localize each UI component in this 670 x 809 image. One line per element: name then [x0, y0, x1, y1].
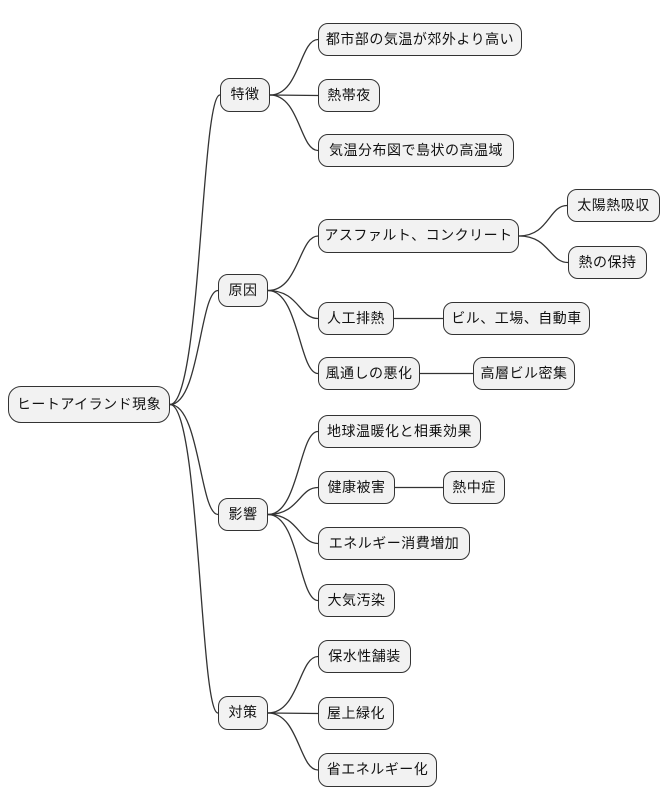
mindmap-node-label: 地球温暖化と相乗効果 [327, 423, 472, 440]
link-eikyo-e2 [267, 486, 319, 516]
mindmap-node-g2: 人工排熱 [318, 302, 394, 335]
mindmap-node-root: ヒートアイランド現象 [8, 386, 170, 423]
mindmap-node-e3: エネルギー消費増加 [318, 527, 470, 560]
mindmap-node-label: アスファルト、コンクリート [324, 228, 513, 244]
link-genin-g3 [267, 289, 319, 375]
link-g1-g1b [518, 235, 569, 264]
mindmap-node-label: 省エネルギー化 [326, 762, 429, 778]
mindmap-node-g3a: 高層ビル密集 [473, 357, 575, 390]
mindmap-node-g3: 風通しの悪化 [318, 357, 420, 390]
mindmap-node-label: 風通しの悪化 [325, 365, 413, 382]
mindmap-node-taisaku: 対策 [218, 696, 268, 730]
mindmap-node-label: 健康被害 [327, 479, 386, 496]
mindmap-node-s2: 屋上緑化 [318, 697, 394, 730]
mindmap-node-e2a: 熱中症 [443, 471, 505, 504]
mindmap-node-g1: アスファルト、コンクリート [318, 219, 519, 253]
mindmap-node-label: 保水性舗装 [328, 648, 401, 665]
link-tokucho-t3 [269, 94, 319, 152]
mindmap-node-t2: 熱帯夜 [318, 79, 380, 112]
mindmap-node-e2: 健康被害 [318, 471, 395, 504]
link-taisaku-s3 [267, 712, 319, 771]
mindmap-node-label: 気温分布図で島状の高温域 [329, 142, 503, 159]
mindmap-node-label: 熱帯夜 [327, 87, 371, 104]
link-root-eikyo [169, 403, 219, 516]
link-taisaku-s2 [267, 712, 319, 715]
link-eikyo-e4 [267, 513, 319, 602]
mindmap-node-label: 太陽熱吸収 [577, 197, 650, 214]
link-g1-g1a [518, 204, 568, 237]
mindmap-node-label: 大気汚染 [327, 592, 386, 609]
mindmap-node-label: 高層ビル密集 [480, 365, 568, 382]
link-eikyo-e3 [267, 513, 319, 545]
mindmap-node-label: ビル、工場、自動車 [451, 310, 582, 327]
link-eikyo-e1 [267, 430, 319, 516]
mindmap-node-g1b: 熱の保持 [568, 246, 647, 279]
link-root-tokucho [169, 94, 221, 406]
mindmap-node-label: 屋上緑化 [327, 705, 385, 722]
mindmap-node-g1a: 太陽熱吸収 [567, 189, 660, 222]
mindmap-node-label: 都市部の気温が郊外より高い [325, 31, 515, 48]
mindmap-node-label: エネルギー消費増加 [328, 535, 460, 552]
link-tokucho-t1 [269, 38, 319, 96]
mindmap-node-s1: 保水性舗装 [318, 640, 411, 673]
link-taisaku-s1 [267, 655, 319, 714]
mindmap-node-s3: 省エネルギー化 [318, 753, 437, 787]
mindmap-node-t1: 都市部の気温が郊外より高い [318, 23, 522, 56]
mindmap-node-eikyo: 影響 [218, 498, 268, 531]
mindmap-node-label: 影響 [228, 506, 258, 523]
link-genin-g2 [267, 289, 319, 320]
link-genin-g1 [267, 235, 319, 292]
link-root-taisaku [169, 403, 219, 714]
mindmap-node-label: 原因 [228, 282, 258, 299]
mindmap-node-e1: 地球温暖化と相乗効果 [318, 415, 481, 448]
mindmap-node-label: 人工排熱 [327, 310, 385, 327]
mindmap-node-t3: 気温分布図で島状の高温域 [318, 134, 514, 167]
mindmap-node-label: ヒートアイランド現象 [16, 396, 162, 413]
mindmap-node-tokucho: 特徴 [220, 78, 270, 112]
mindmap-node-label: 熱の保持 [578, 254, 637, 271]
mindmap-node-e4: 大気汚染 [318, 584, 395, 617]
mindmap-node-g2a: ビル、工場、自動車 [443, 302, 590, 335]
link-root-genin [169, 289, 219, 406]
link-tokucho-t2 [269, 94, 319, 97]
mindmap-node-label: 特徴 [230, 87, 260, 103]
mindmap-node-label: 対策 [228, 705, 258, 721]
mindmap-node-genin: 原因 [218, 274, 268, 307]
mindmap-node-label: 熱中症 [452, 479, 496, 496]
